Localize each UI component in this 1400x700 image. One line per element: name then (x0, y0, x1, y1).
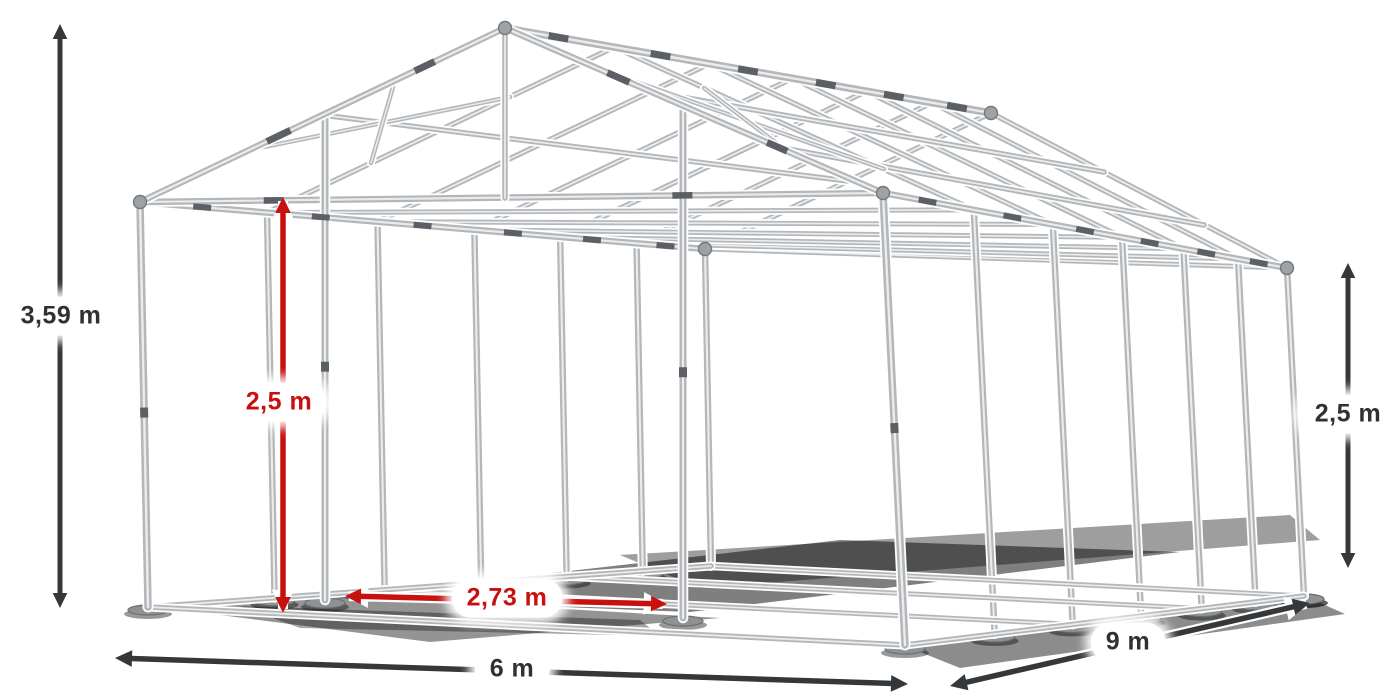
frame-tubes (134, 22, 1309, 651)
tube-joints (132, 20, 1295, 434)
dimension-label-width: 6 m (474, 649, 550, 689)
dimension-label-side-height: 2,5 m (1299, 394, 1397, 434)
dimension-label-total-height: 3,59 m (5, 296, 117, 336)
dimension-label-inner-height: 2,5 m (230, 382, 328, 422)
dimension-label-entrance-width: 2,73 m (451, 578, 563, 618)
dimension-label-length: 9 m (1090, 622, 1166, 662)
